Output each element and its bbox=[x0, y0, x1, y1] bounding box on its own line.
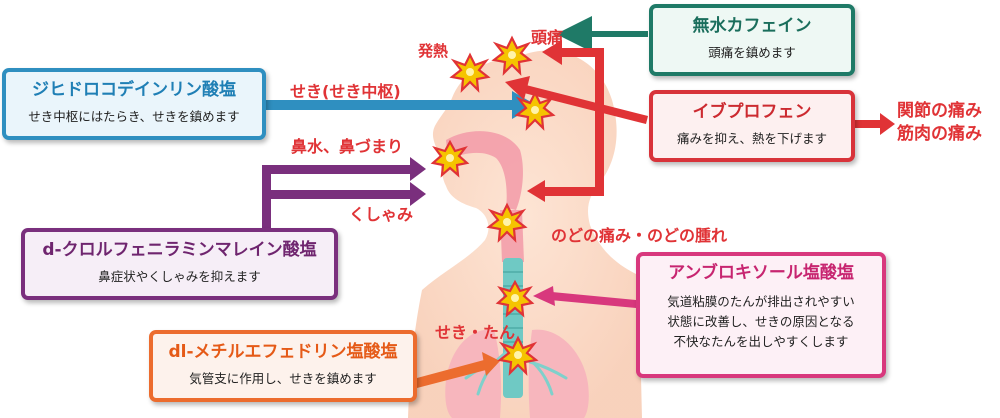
burst-icon bbox=[497, 335, 539, 376]
burst-icon bbox=[486, 202, 528, 243]
ambroxol-box: アンブロキソール塩酸塩 気道粘膜のたんが排出されやすい 状態に改善し、せきの原因… bbox=[636, 252, 886, 378]
bursts bbox=[430, 35, 556, 376]
burst-icon bbox=[449, 52, 491, 93]
arrow-icon bbox=[520, 84, 648, 124]
burst-icon bbox=[491, 35, 533, 76]
dihydrocodeine-box: ジヒドロコデインリン酸塩 せき中枢にはたらき、せきを鎮めます bbox=[2, 68, 266, 140]
ambroxol-title: アンブロキソール塩酸塩 bbox=[668, 263, 854, 283]
methylephedrine-desc: 気管支に作用し、せきを鎮めます bbox=[189, 370, 377, 386]
arrows bbox=[262, 16, 895, 388]
arrow-icon bbox=[417, 360, 486, 388]
methylephedrine-title: dl-メチルエフェドリン塩酸塩 bbox=[168, 342, 398, 362]
ibuprofen-desc: 痛みを抑え、熱を下げます bbox=[676, 130, 827, 146]
methylephedrine-box: dl-メチルエフェドリン塩酸塩 気管支に作用し、せきを鎮めます bbox=[149, 330, 417, 402]
label-headache: 頭痛 bbox=[531, 28, 564, 47]
arrow-icon bbox=[550, 292, 636, 308]
chlorphenamine-box: d-クロルフェニラミンマレイン酸塩 鼻症状やくしゃみを抑えます bbox=[21, 228, 338, 300]
label-muscle-pain: 筋肉の痛み bbox=[897, 123, 982, 144]
ambroxol-desc-line: 気道粘膜のたんが排出されやすい bbox=[667, 293, 855, 309]
ibuprofen-title: イブプロフェン bbox=[692, 102, 812, 122]
label-fever: 発熱 bbox=[418, 42, 449, 60]
chlorphenamine-desc: 鼻症状やくしゃみを抑えます bbox=[98, 268, 261, 284]
label-cough-center: せき(せき中枢) bbox=[290, 82, 401, 101]
burst-icon bbox=[430, 139, 470, 178]
label-joint-muscle: 関節の痛み 筋肉の痛み bbox=[897, 100, 982, 146]
arrow-icon bbox=[595, 48, 604, 196]
burst-icon bbox=[514, 90, 556, 131]
caffeine-box: 無水カフェイン 頭痛を鎮めます bbox=[649, 4, 855, 76]
ibuprofen-box: イブプロフェン 痛みを抑え、熱を下げます bbox=[649, 90, 855, 162]
chlorphenamine-title: d-クロルフェニラミンマレイン酸塩 bbox=[42, 240, 317, 260]
label-sneeze: くしゃみ bbox=[349, 205, 414, 224]
label-throat: のどの痛み・のどの腫れ bbox=[551, 226, 728, 245]
burst-icon bbox=[495, 279, 535, 318]
arrow-icon bbox=[855, 120, 881, 128]
caffeine-title: 無水カフェイン bbox=[692, 16, 812, 36]
arrow-icon bbox=[266, 100, 512, 110]
ambroxol-desc-line: 不快なたんを出しやすくします bbox=[673, 334, 849, 350]
dihydrocodeine-desc: せき中枢にはたらき、せきを鎮めます bbox=[28, 108, 240, 124]
caffeine-desc: 頭痛を鎮めます bbox=[708, 44, 796, 60]
lungs bbox=[445, 329, 589, 418]
dihydrocodeine-title: ジヒドロコデインリン酸塩 bbox=[32, 80, 236, 100]
label-cough-phlegm: せき・たん bbox=[435, 323, 516, 342]
label-joint-pain: 関節の痛み bbox=[897, 101, 982, 121]
label-nose: 鼻水、鼻づまり bbox=[291, 137, 404, 156]
ambroxol-desc-line: 状態に改善し、せきの原因となる bbox=[667, 313, 855, 329]
